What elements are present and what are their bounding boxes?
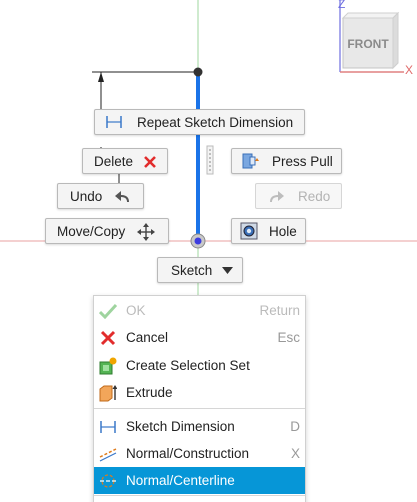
- viewcube-top-face: [341, 12, 400, 19]
- pie-grip: [206, 145, 214, 175]
- menu-separator: [94, 495, 305, 496]
- hole-icon: [240, 222, 258, 240]
- menu-item-label: Create Selection Set: [126, 358, 250, 373]
- sketch-dropdown-button[interactable]: Sketch: [157, 257, 243, 283]
- selection-set-icon: [99, 357, 117, 375]
- delete-x-icon: [143, 155, 157, 169]
- menu-item-label: Extrude: [126, 385, 173, 400]
- hole-button[interactable]: Hole: [231, 218, 306, 244]
- construction-icon: [99, 445, 117, 463]
- viewcube-z-label: Z: [338, 0, 346, 11]
- menu-item-normal-centerline[interactable]: Normal/Centerline: [94, 467, 305, 494]
- press-pull-label: Press Pull: [272, 153, 333, 169]
- menu-item-ok[interactable]: OK Return: [94, 297, 305, 324]
- menu-item-label: Sketch Dimension: [126, 419, 235, 434]
- press-pull-icon: [241, 152, 259, 170]
- move-copy-button[interactable]: Move/Copy: [45, 218, 169, 244]
- press-pull-button[interactable]: Press Pull: [231, 148, 342, 174]
- menu-item-shortcut: Esc: [277, 330, 300, 345]
- undo-arrow-icon: [114, 189, 132, 205]
- menu-item-label: Normal/Centerline: [126, 473, 235, 488]
- undo-label: Undo: [70, 188, 103, 204]
- sketch-dimension-icon: [105, 115, 123, 129]
- menu-item-create-selection-set[interactable]: Create Selection Set: [94, 352, 305, 379]
- check-icon: [99, 302, 117, 320]
- menu-item-shortcut: D: [290, 419, 300, 434]
- repeat-sketch-dimension-button[interactable]: Repeat Sketch Dimension: [94, 109, 305, 135]
- sketch-label: Sketch: [171, 262, 213, 278]
- redo-button[interactable]: Redo: [255, 183, 342, 209]
- menu-item-label: OK: [126, 303, 146, 318]
- viewcube-x-label: X: [405, 63, 414, 77]
- viewcube-front-label[interactable]: FRONT: [347, 37, 389, 51]
- delete-button[interactable]: Delete: [82, 148, 168, 174]
- undo-button[interactable]: Undo: [57, 183, 144, 209]
- menu-item-shortcut: Return: [259, 303, 300, 318]
- move-arrows-icon: [137, 223, 155, 241]
- menu-item-label: Cancel: [126, 330, 169, 345]
- menu-item-cancel[interactable]: Cancel Esc: [94, 324, 305, 351]
- menu-item-sketch-dimension[interactable]: Sketch Dimension D: [94, 413, 305, 440]
- move-copy-label: Move/Copy: [57, 223, 126, 239]
- context-menu: OK Return Cancel Esc Create Selection Se…: [93, 295, 306, 502]
- sketch-dimension-icon: [99, 418, 117, 436]
- repeat-sketch-dimension-label: Repeat Sketch Dimension: [137, 114, 294, 130]
- extrude-icon: [99, 384, 117, 402]
- menu-item-shortcut: X: [290, 446, 300, 461]
- menu-item-normal-construction[interactable]: Normal/Construction X: [94, 440, 305, 467]
- chevron-down-icon: [222, 267, 233, 274]
- dimension-arrow: [98, 72, 104, 82]
- origin-center: [194, 237, 202, 245]
- centerline-icon: [99, 472, 117, 490]
- menu-item-extrude[interactable]: Extrude: [94, 379, 305, 406]
- viewcube-side-face: [392, 11, 399, 70]
- menu-item-label: Normal/Construction: [126, 446, 250, 461]
- cancel-x-icon: [99, 329, 117, 347]
- hole-label: Hole: [269, 223, 297, 239]
- menu-separator: [94, 408, 305, 409]
- redo-arrow-icon: [267, 189, 285, 205]
- viewcube[interactable]: [330, 0, 417, 80]
- delete-label: Delete: [94, 153, 134, 169]
- redo-label: Redo: [298, 188, 331, 204]
- sketch-point-top: [193, 67, 203, 77]
